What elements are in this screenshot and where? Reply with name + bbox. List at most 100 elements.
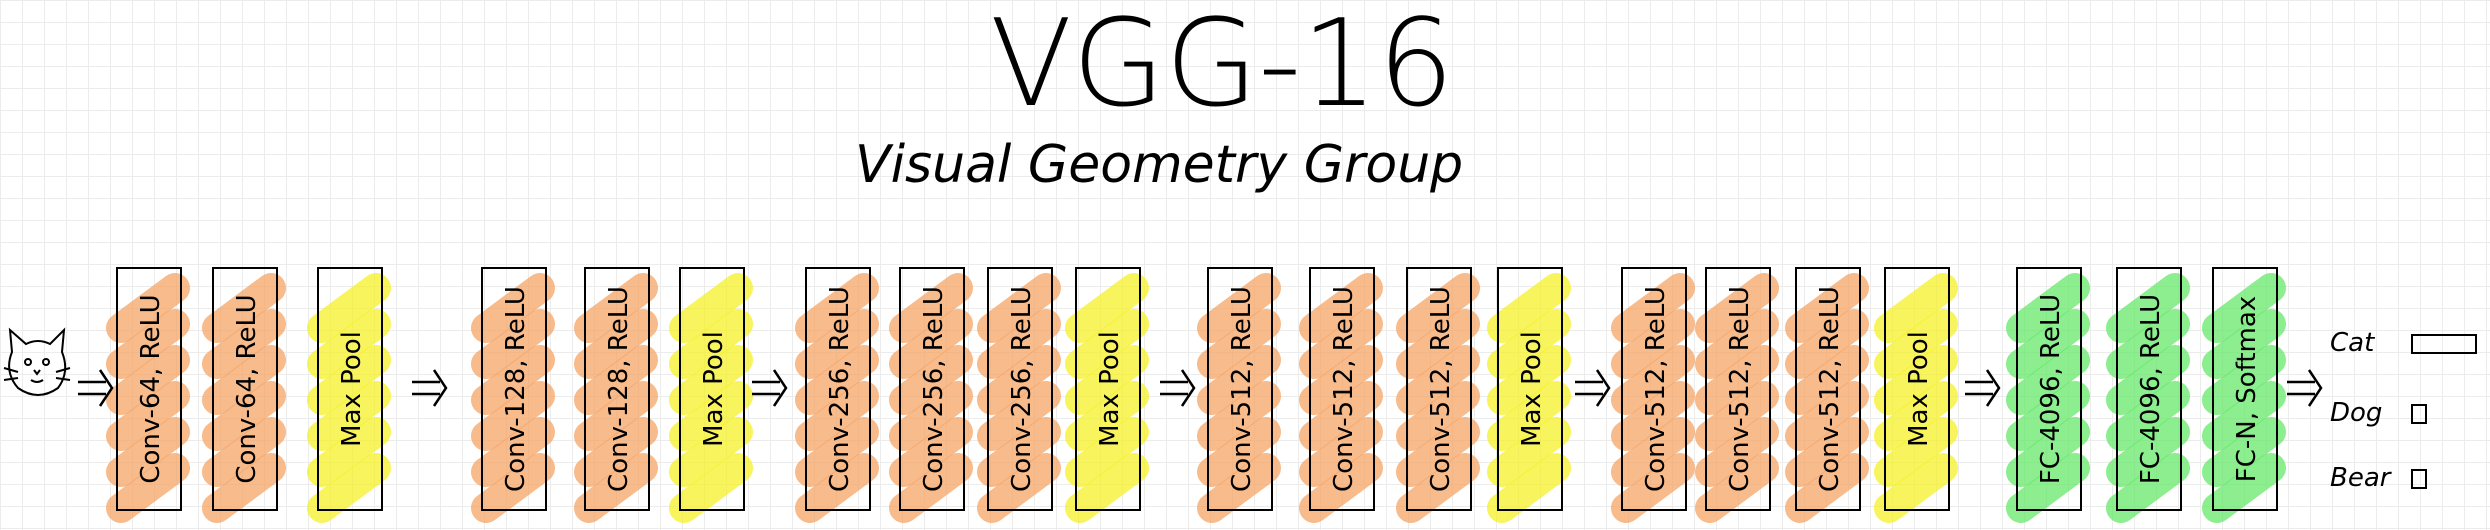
highlight-stroke <box>977 345 1061 415</box>
highlight-stroke <box>1487 345 1571 415</box>
highlight-stroke <box>669 417 753 487</box>
highlight-stroke <box>106 381 190 451</box>
arrow-icon <box>412 369 448 407</box>
layer-label: Conv-64, ReLU <box>232 294 262 483</box>
highlight-stroke <box>1695 417 1779 487</box>
highlight-stroke <box>1487 273 1571 343</box>
highlight-stroke <box>2106 309 2190 379</box>
highlight-stroke <box>307 345 391 415</box>
highlight-stroke <box>307 453 391 523</box>
highlight-stroke <box>1874 309 1958 379</box>
highlight-stroke <box>1396 453 1480 523</box>
highlight-stroke <box>1874 417 1958 487</box>
layer-17-conv-512-relu: Conv-512, ReLU <box>1785 267 1869 523</box>
highlight-stroke <box>1396 417 1480 487</box>
layer-18-max-pool: Max Pool <box>1874 267 1958 523</box>
layer-label: Conv-512, ReLU <box>1329 286 1359 492</box>
highlight-stroke <box>1065 381 1149 451</box>
highlight-stroke <box>1396 345 1480 415</box>
highlight-stroke <box>1299 381 1383 451</box>
highlight-stroke <box>1065 273 1149 343</box>
layer-10-max-pool: Max Pool <box>1065 267 1149 523</box>
layer-label: Conv-512, ReLU <box>1641 286 1671 492</box>
highlight-stroke <box>1396 381 1480 451</box>
highlight-stroke <box>106 345 190 415</box>
layer-5-conv-128-relu: Conv-128, ReLU <box>574 267 658 523</box>
highlight-stroke <box>1874 273 1958 343</box>
highlight-stroke <box>307 309 391 379</box>
highlight-stroke <box>1695 345 1779 415</box>
highlight-stroke <box>1299 417 1383 487</box>
arrow-icon <box>752 369 788 407</box>
output-label: Bear <box>2330 463 2393 493</box>
layer-label: Conv-512, ReLU <box>1725 286 1755 492</box>
layer-label: Conv-512, ReLU <box>1815 286 1845 492</box>
layer-19-fc-4096-relu: FC-4096, ReLU <box>2006 267 2090 523</box>
highlight-stroke <box>889 273 973 343</box>
highlight-stroke <box>669 345 753 415</box>
highlight-stroke <box>2202 381 2286 451</box>
layer-box <box>2116 267 2182 511</box>
highlight-stroke <box>2202 273 2286 343</box>
layer-21-fc-n-softmax: FC-N, Softmax <box>2202 267 2286 523</box>
arrow-icon <box>78 369 114 407</box>
highlight-stroke <box>1487 381 1571 451</box>
arrow-icon <box>1160 369 1196 407</box>
highlight-stroke <box>471 345 555 415</box>
highlight-stroke <box>2106 417 2190 487</box>
highlight-stroke <box>1065 417 1149 487</box>
highlight-stroke <box>669 309 753 379</box>
highlight-stroke <box>574 381 658 451</box>
layer-label: Conv-512, ReLU <box>1426 286 1456 492</box>
layer-4-conv-128-relu: Conv-128, ReLU <box>471 267 555 523</box>
highlight-stroke <box>1785 417 1869 487</box>
highlight-stroke <box>795 345 879 415</box>
layer-9-conv-256-relu: Conv-256, ReLU <box>977 267 1061 523</box>
highlight-stroke <box>1487 453 1571 523</box>
layer-box <box>1497 267 1563 511</box>
layer-box <box>116 267 182 511</box>
highlight-stroke <box>889 309 973 379</box>
layer-label: Max Pool <box>1095 331 1125 447</box>
layer-14-max-pool: Max Pool <box>1487 267 1571 523</box>
highlight-stroke <box>1197 273 1281 343</box>
arrow-icon <box>1965 369 2001 407</box>
output-label: Dog <box>2330 398 2382 428</box>
highlight-stroke <box>202 345 286 415</box>
arrows-group <box>78 369 2323 407</box>
highlight-stroke <box>574 453 658 523</box>
highlight-stroke <box>1611 453 1695 523</box>
layer-label: FC-N, Softmax <box>2232 296 2262 482</box>
highlight-stroke <box>977 381 1061 451</box>
highlight-stroke <box>2006 417 2090 487</box>
highlight-stroke <box>1299 453 1383 523</box>
highlight-stroke <box>574 309 658 379</box>
highlight-stroke <box>1695 453 1779 523</box>
layer-label: Max Pool <box>699 331 729 447</box>
highlight-stroke <box>106 309 190 379</box>
layer-box <box>679 267 745 511</box>
arrow-icon <box>1575 369 1611 407</box>
diagram-title: VGG-16 <box>990 0 1454 134</box>
layer-label: Conv-256, ReLU <box>825 286 855 492</box>
highlight-stroke <box>1487 417 1571 487</box>
highlight-stroke <box>977 417 1061 487</box>
highlight-stroke <box>1065 345 1149 415</box>
output-bear: Bear <box>2330 463 2427 493</box>
highlight-stroke <box>2006 381 2090 451</box>
highlight-stroke <box>2106 453 2190 523</box>
layer-box <box>1795 267 1861 511</box>
layer-3-max-pool: Max Pool <box>307 267 391 523</box>
highlight-stroke <box>2202 309 2286 379</box>
highlight-stroke <box>1785 345 1869 415</box>
highlight-stroke <box>1695 273 1779 343</box>
layer-box <box>1207 267 1273 511</box>
highlight-stroke <box>1197 417 1281 487</box>
highlight-stroke <box>1487 309 1571 379</box>
highlight-stroke <box>889 453 973 523</box>
highlight-stroke <box>1611 273 1695 343</box>
layer-box <box>1075 267 1141 511</box>
layer-label: Max Pool <box>1517 331 1547 447</box>
